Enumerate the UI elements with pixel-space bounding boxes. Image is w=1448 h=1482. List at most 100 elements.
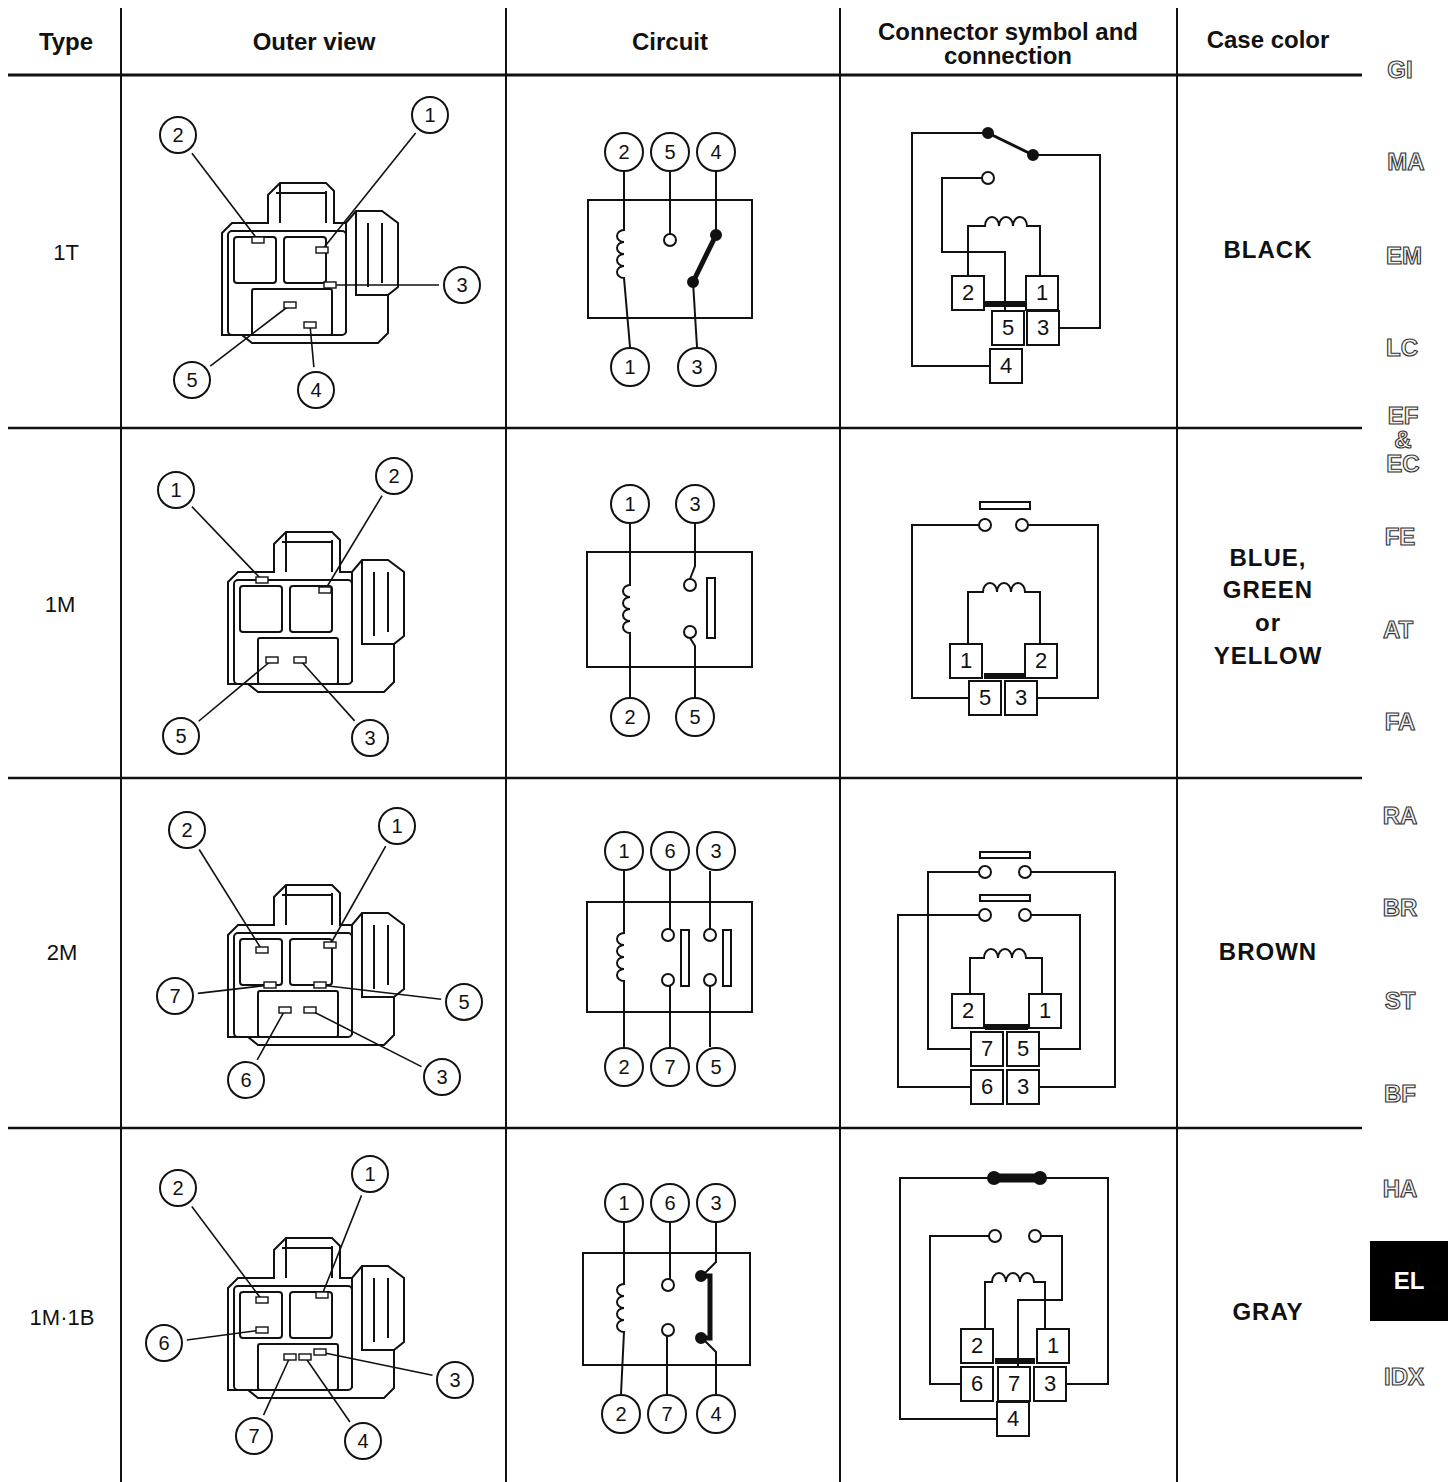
terminal-number: 2	[604, 132, 644, 172]
callout-number: 3	[351, 719, 389, 757]
leader-lines-part	[284, 302, 296, 308]
leader-lines-part	[210, 305, 290, 366]
leader-lines-part	[264, 1357, 290, 1415]
terminal-number: 6	[650, 831, 690, 871]
relay-circuits-part	[696, 1333, 706, 1343]
relay-circuits-part	[667, 1223, 670, 1394]
section-tab: FE	[1385, 525, 1416, 549]
connector-symbols-part	[912, 525, 1098, 698]
relay-circuits-part	[587, 552, 752, 667]
relay-outer-views-part	[222, 183, 398, 343]
connector-symbols-part	[979, 519, 991, 531]
leader-lines-part	[284, 1354, 296, 1360]
callout-number: 4	[297, 371, 335, 409]
terminal-number: 3	[677, 347, 717, 387]
table-rules-part	[1176, 8, 1178, 1482]
terminal-number: 4	[696, 132, 736, 172]
callout-number: 3	[443, 266, 481, 304]
connector-symbols-part	[1016, 519, 1028, 531]
leader-lines-part	[252, 237, 264, 243]
connector-symbols	[898, 128, 1115, 1419]
terminal-number: 4	[696, 1394, 736, 1434]
section-tab: EF & EC	[1378, 404, 1428, 476]
relay-circuits-part	[662, 974, 674, 986]
relay-circuits-part	[669, 172, 671, 234]
connector-symbols-part	[898, 915, 1080, 1087]
connector-symbols-part	[900, 1178, 1108, 1419]
leader-lines-part	[324, 942, 336, 948]
connector-symbols-part	[1019, 866, 1031, 878]
connector-symbols-part	[979, 909, 991, 921]
relay-circuits-part	[690, 524, 695, 579]
section-tab: EM	[1386, 244, 1422, 268]
connector-symbols-part	[980, 895, 1030, 901]
relay-circuits	[583, 172, 752, 1394]
connector-symbols-part	[989, 1230, 1001, 1242]
section-tab: MA	[1387, 150, 1424, 174]
terminal-number: 2	[604, 1047, 644, 1087]
callout-number: 7	[156, 977, 194, 1015]
section-tab: GI	[1387, 58, 1412, 82]
connector-pin: 5	[991, 310, 1025, 346]
case-color: GRAY	[1232, 1296, 1303, 1329]
relay-outer-views	[222, 183, 404, 1398]
relay-circuits-part	[693, 235, 716, 282]
leader-lines-part	[310, 1010, 421, 1067]
callout-number: 3	[436, 1361, 474, 1399]
section-tab: AT	[1383, 618, 1413, 642]
leader-lines-part	[187, 1330, 262, 1340]
connector-pin: 2	[951, 275, 985, 311]
leader-lines-part	[305, 1357, 350, 1422]
connector-symbols-part	[968, 583, 1040, 644]
callout-number: 5	[445, 983, 483, 1021]
terminal-number: 6	[650, 1183, 690, 1223]
connector-pin: 6	[960, 1366, 994, 1402]
terminal-number: 3	[696, 831, 736, 871]
table-rules-part	[505, 8, 507, 1482]
leader-lines-part	[319, 587, 331, 593]
relay-circuits-part	[696, 1271, 706, 1281]
leader-lines-part	[266, 657, 278, 663]
connector-symbols-part	[995, 1358, 1035, 1364]
leader-lines-part	[256, 947, 268, 953]
connector-pin: 4	[996, 1401, 1030, 1437]
callout-number: 2	[375, 457, 413, 495]
connector-symbols-part	[980, 502, 1030, 509]
connector-symbols-part	[984, 673, 1024, 679]
terminal-number: 3	[696, 1183, 736, 1223]
relay-circuits-part	[684, 626, 696, 638]
terminal-number: 7	[650, 1047, 690, 1087]
relay-circuits-part	[711, 230, 721, 240]
relay-circuits-part	[690, 638, 695, 697]
relay-circuits-part	[662, 1279, 674, 1291]
leader-lines-part	[199, 660, 272, 721]
relay-circuits-part	[623, 524, 630, 697]
table-rules-part	[8, 777, 1362, 780]
column-header: Type	[39, 30, 93, 54]
connector-pin: 5	[968, 680, 1002, 716]
connector-symbols-part	[988, 133, 1033, 155]
connector-pin: 1	[949, 643, 983, 679]
table-rules-part	[8, 1127, 1362, 1130]
section-tab: LC	[1386, 336, 1418, 360]
leader-lines-part	[330, 284, 439, 286]
connector-pin: 1	[1036, 1328, 1070, 1364]
leader-lines-part	[322, 133, 416, 250]
relay-circuits-part	[617, 1223, 624, 1394]
connector-pin: 4	[989, 348, 1023, 384]
connector-pin: 1	[1025, 275, 1059, 311]
connector-symbols-part	[912, 133, 1100, 366]
callout-number: 1	[411, 96, 449, 134]
callout-number: 2	[159, 116, 197, 154]
case-color: BLACK	[1224, 234, 1313, 267]
leader-lines-part	[279, 1007, 291, 1013]
leader-lines-part	[325, 496, 382, 590]
section-tab: FA	[1385, 710, 1416, 734]
leader-lines-part	[314, 1349, 326, 1355]
terminal-number: 5	[696, 1047, 736, 1087]
table-rules-part	[8, 74, 1362, 77]
callout-number: 4	[344, 1422, 382, 1460]
callout-number: 2	[168, 811, 206, 849]
